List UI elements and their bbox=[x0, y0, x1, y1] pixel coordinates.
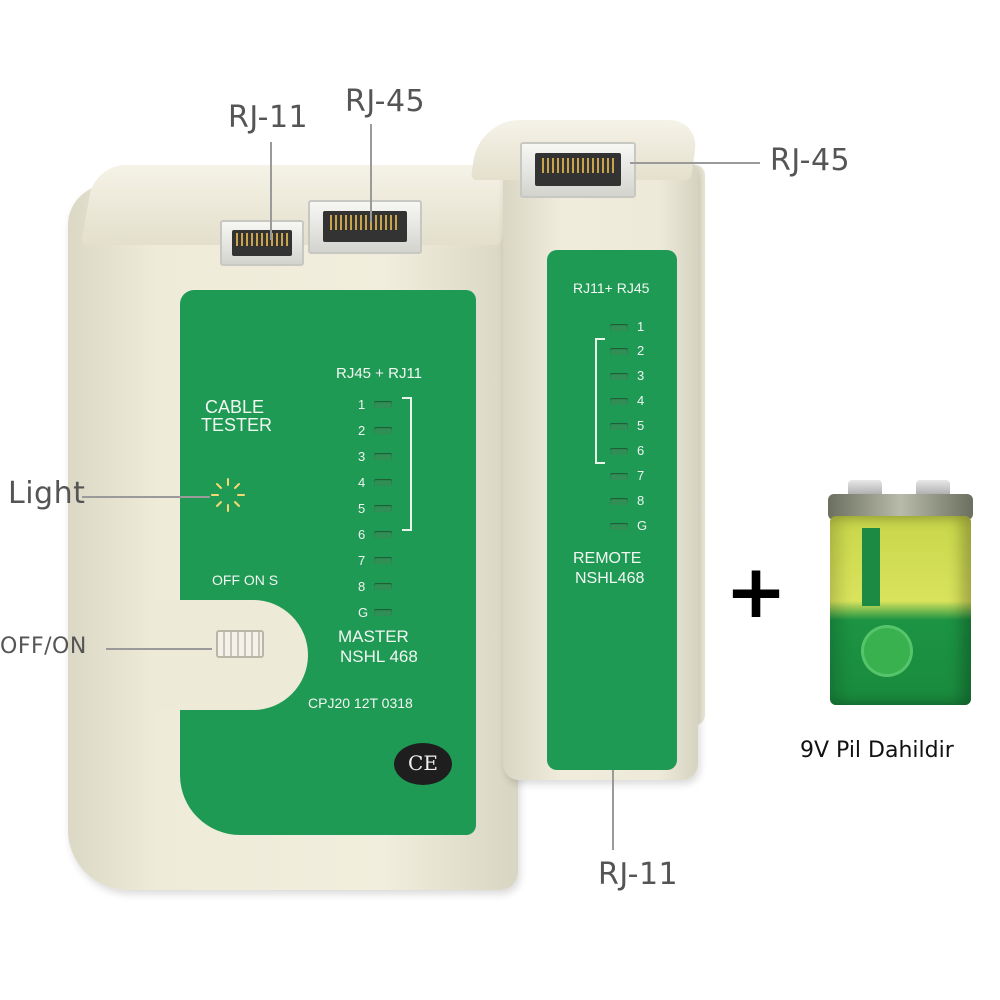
cable-tester-line1: CABLE bbox=[205, 397, 265, 417]
master-rj45-port[interactable] bbox=[308, 200, 422, 254]
master-led bbox=[374, 453, 392, 460]
master-led bbox=[374, 479, 392, 486]
master-led bbox=[374, 557, 392, 564]
master-led bbox=[374, 531, 392, 538]
master-led-bracket bbox=[402, 397, 412, 531]
master-led-label: 5 bbox=[358, 501, 366, 516]
master-led-label: 1 bbox=[358, 397, 366, 412]
master-led bbox=[374, 505, 392, 512]
remote-led bbox=[610, 473, 628, 480]
callout-off-on: OFF/ON bbox=[0, 634, 87, 659]
remote-led-label: 1 bbox=[637, 319, 645, 334]
master-unit: CABLE TESTER OFF ON S RJ45 + RJ11 1 2 3 … bbox=[68, 165, 518, 890]
leader-line bbox=[612, 770, 614, 850]
master-led-label: 3 bbox=[358, 449, 366, 464]
remote-led-label: 6 bbox=[637, 443, 645, 458]
leader-line bbox=[630, 162, 760, 164]
master-port-heading: RJ45 + RJ11 bbox=[336, 365, 423, 382]
master-led-label: 4 bbox=[358, 475, 366, 490]
battery-caption: 9V Pil Dahildir bbox=[800, 738, 954, 763]
master-led-label: 6 bbox=[358, 527, 366, 542]
callout-remote-rj45: RJ-45 bbox=[770, 143, 851, 178]
leader-line bbox=[370, 124, 372, 222]
master-serial: CPJ20 12T 0318 bbox=[308, 695, 413, 711]
ce-mark-badge bbox=[394, 743, 452, 785]
leader-line bbox=[82, 496, 210, 498]
master-rj11-port[interactable] bbox=[220, 220, 304, 266]
master-led bbox=[374, 427, 392, 434]
ce-mark-text: CE bbox=[408, 751, 438, 775]
remote-led-label: 3 bbox=[637, 368, 645, 383]
remote-led-label: 2 bbox=[637, 343, 645, 358]
remote-model-line1: REMOTE bbox=[573, 550, 642, 567]
remote-unit: RJ11+ RJ45 1 2 3 4 5 6 7 8 G REMOTE NSHL… bbox=[470, 120, 710, 780]
remote-led-label: 8 bbox=[637, 493, 645, 508]
remote-led-label: 7 bbox=[637, 468, 645, 483]
remote-led bbox=[610, 373, 628, 380]
remote-led bbox=[610, 523, 628, 530]
remote-led bbox=[610, 448, 628, 455]
remote-rj45-port[interactable] bbox=[520, 142, 636, 198]
remote-led bbox=[610, 423, 628, 430]
cable-tester-line2: TESTER bbox=[201, 415, 273, 435]
off-on-switch[interactable] bbox=[216, 630, 264, 658]
master-led-label: 8 bbox=[358, 579, 366, 594]
plus-sign: + bbox=[725, 549, 788, 635]
remote-led bbox=[610, 398, 628, 405]
remote-port-heading: RJ11+ RJ45 bbox=[573, 280, 650, 296]
remote-led-bracket bbox=[595, 338, 605, 464]
remote-led-label: 5 bbox=[637, 418, 645, 433]
battery-9v bbox=[828, 480, 973, 705]
battery-cap bbox=[828, 494, 973, 520]
master-led-label: 2 bbox=[358, 423, 366, 438]
master-led bbox=[374, 583, 392, 590]
battery-body bbox=[830, 516, 971, 705]
battery-logo-icon bbox=[864, 628, 910, 674]
callout-master-rj45: RJ-45 bbox=[345, 84, 426, 119]
callout-remote-rj11: RJ-11 bbox=[598, 857, 679, 892]
leader-line bbox=[270, 142, 272, 240]
leader-line bbox=[106, 648, 212, 650]
switch-position-label: OFF ON S bbox=[212, 572, 279, 588]
remote-model-line2: NSHL468 bbox=[575, 570, 645, 587]
battery-label-band bbox=[862, 528, 880, 606]
remote-led bbox=[610, 324, 628, 331]
master-model-line2: NSHL 468 bbox=[340, 647, 418, 666]
remote-led-label: 4 bbox=[637, 393, 645, 408]
remote-led bbox=[610, 348, 628, 355]
remote-led-label: G bbox=[637, 518, 648, 533]
remote-green-panel bbox=[547, 250, 677, 770]
callout-light: Light bbox=[8, 476, 86, 511]
master-led-label: G bbox=[358, 605, 369, 620]
master-led bbox=[374, 401, 392, 408]
callout-master-rj11: RJ-11 bbox=[228, 100, 309, 135]
master-model-line1: MASTER bbox=[338, 627, 409, 646]
remote-led bbox=[610, 498, 628, 505]
power-light-icon bbox=[211, 478, 245, 512]
master-led bbox=[374, 609, 392, 616]
master-led-label: 7 bbox=[358, 553, 366, 568]
